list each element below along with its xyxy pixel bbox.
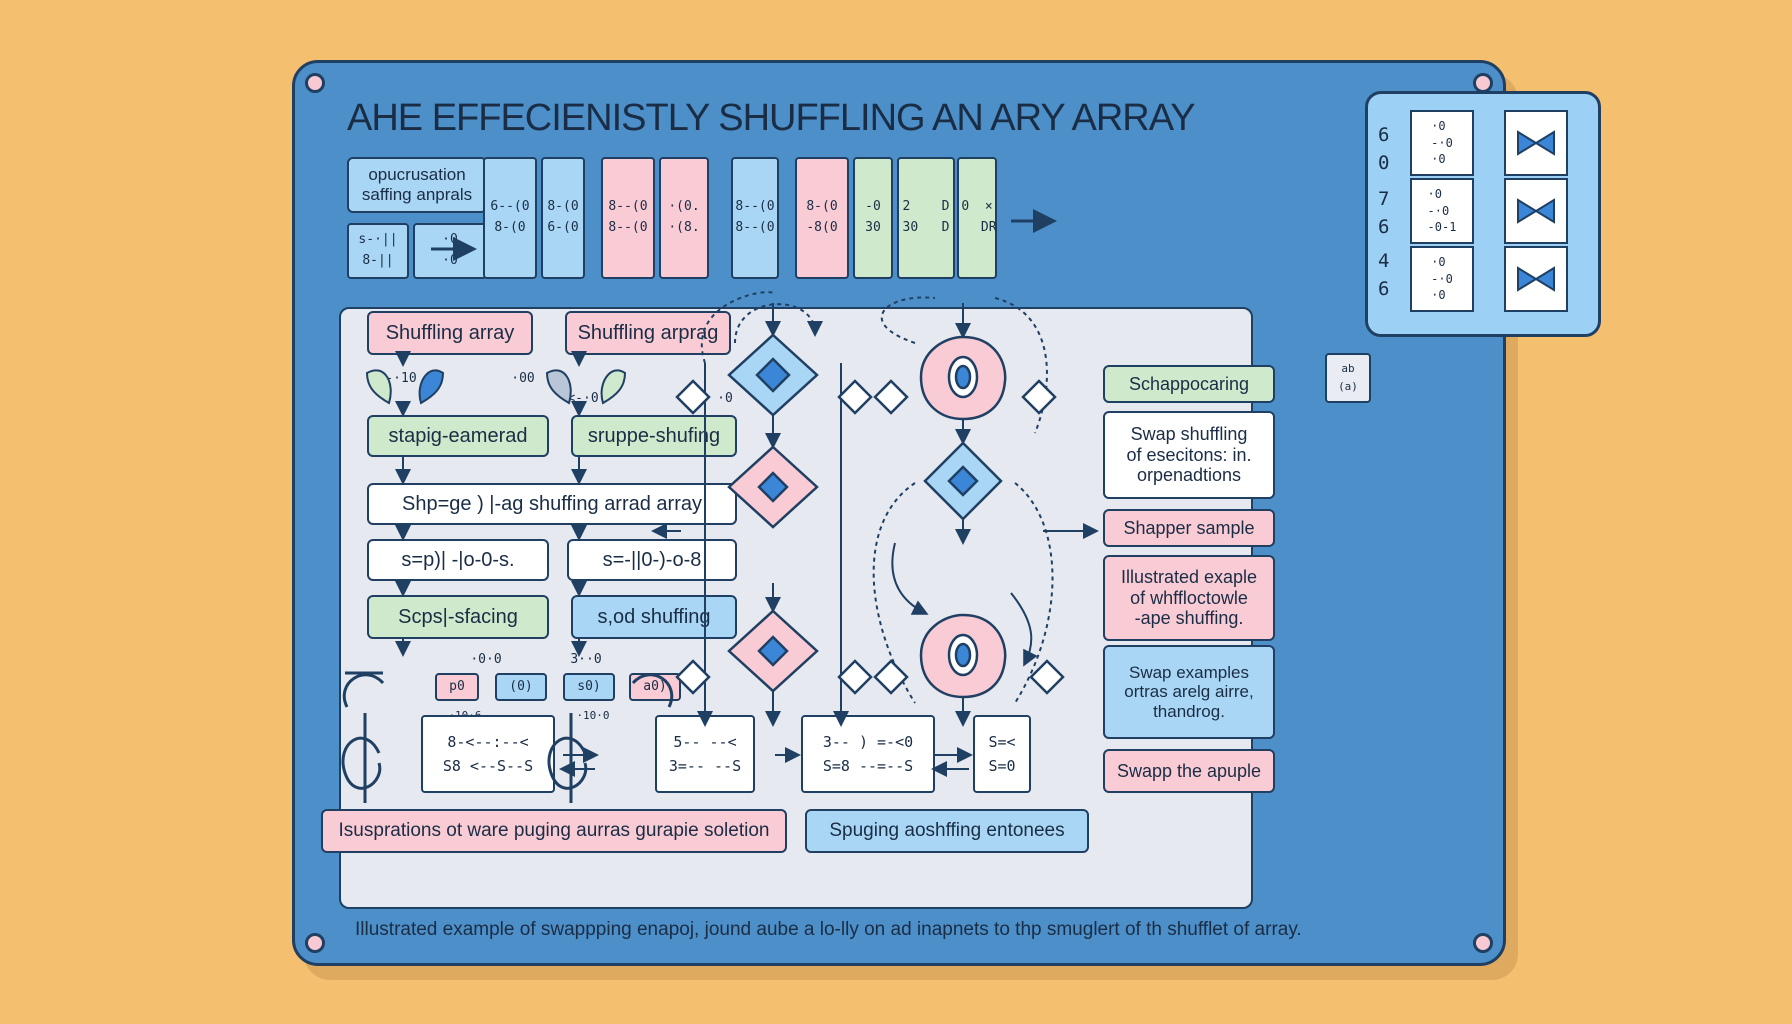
pin-top-left <box>305 73 325 93</box>
right-box-3: Shapper sample <box>1103 509 1275 547</box>
side-number: 6 <box>1378 278 1390 300</box>
side-mini-label: ab (a) <box>1325 353 1371 403</box>
side-number: 0 <box>1378 152 1390 174</box>
small-mark: ·10·0 <box>576 709 610 723</box>
bowtie-icon <box>1504 178 1568 244</box>
array-block-1b: 8-(0 6-(0 <box>541 157 585 279</box>
array-block-3a: 8--(0 8--(0 <box>731 157 779 279</box>
intro-label: opucrusation saffing anprals <box>347 157 487 213</box>
right-box-6: Swapp the apuple <box>1103 749 1275 793</box>
bowtie-icon <box>1504 110 1568 176</box>
header-shuffling-array: Shuffling array <box>367 311 533 355</box>
side-array-panel: 6 0 7 6 4 6 ·0 -·0 ·0 ·0 -·0 -0-1 ·0 -·0… <box>1365 91 1601 337</box>
side-number: 6 <box>1378 124 1390 146</box>
flow-graphics <box>341 209 1099 803</box>
step-row4-right: s=-||0-)-o-8 <box>567 539 737 581</box>
footer-caption: Illustrated example of swappping enapoj,… <box>355 919 1302 940</box>
array-block-5a: 2 D 30 D <box>897 157 955 279</box>
diagram-title: AHE EFFECIENISTLY SHUFFLING AN ARY ARRAY <box>347 97 1196 139</box>
pin-bottom-right <box>1473 933 1493 953</box>
array-block-4a: 8-(0 -8(0 <box>795 157 849 279</box>
array-block-1a: 6--(0 8-(0 <box>483 157 537 279</box>
array-block-5b: 0 × DR <box>957 157 997 279</box>
step-stapig: stapig-eamerad <box>367 415 549 457</box>
side-cell: ·0 -·0 -0-1 <box>1410 178 1474 244</box>
small-mark: -·10 <box>385 370 417 386</box>
array-block-2b: ·(0. ·(8. <box>659 157 709 279</box>
bottom-code-box: S=< S=0 <box>973 715 1031 793</box>
tiny-box: s0) <box>563 673 615 701</box>
tiny-box: p0 <box>435 673 479 701</box>
right-box-1: Schappocaring <box>1103 365 1275 403</box>
bottom-code-box: 5-- --< 3=-- --S <box>655 715 755 793</box>
array-block-2a: 8--(0 8--(0 <box>601 157 655 279</box>
intro-mini: s-·|| 8-|| <box>347 223 409 279</box>
bowtie-icon <box>1504 246 1568 312</box>
side-number: 6 <box>1378 216 1390 238</box>
step-sruppe: sruppe-shufing <box>571 415 737 457</box>
right-box-2: Swap shuffling of esecitons: in. orpenad… <box>1103 411 1275 499</box>
bottom-code-box: 3-- ) =-<0 S=8 --=--S <box>801 715 935 793</box>
array-block-4b: -0 30 <box>853 157 893 279</box>
small-mark: ·0·0 <box>470 651 502 667</box>
bottom-label-pink: Isusprations ot ware puging aurras gurap… <box>321 809 787 853</box>
side-cell: ·0 -·0 ·0 <box>1410 110 1474 176</box>
pin-bottom-left <box>305 933 325 953</box>
side-number: 4 <box>1378 250 1390 272</box>
right-box-5: Swap examples ortras arelg airre, thandr… <box>1103 645 1275 739</box>
bottom-code-box: 8-<--:--< S8 <--S--S <box>421 715 555 793</box>
step-scps: Scps|-sfacing <box>367 595 549 639</box>
side-number: 7 <box>1378 188 1390 210</box>
tiny-box: (0) <box>495 673 547 701</box>
header-shuffling-arprag: Shuffling arprag <box>565 311 731 355</box>
side-cell: ·0 -·0 ·0 <box>1410 246 1474 312</box>
small-mark: ·0 <box>717 390 733 406</box>
small-mark: ·00 <box>511 370 535 386</box>
step-scod: s,od shuffing <box>571 595 737 639</box>
step-wide: Shp=ge ) |-ag shuffing arrad array <box>367 483 737 525</box>
bottom-label-blue: Spuging aoshffing entonees <box>805 809 1089 853</box>
diagram-board: AHE EFFECIENISTLY SHUFFLING AN ARY ARRAY… <box>292 60 1601 966</box>
step-row4-left: s=p)| -|o-0-s. <box>367 539 549 581</box>
right-box-4: Illustrated exaple of whffloctowle -ape … <box>1103 555 1275 641</box>
